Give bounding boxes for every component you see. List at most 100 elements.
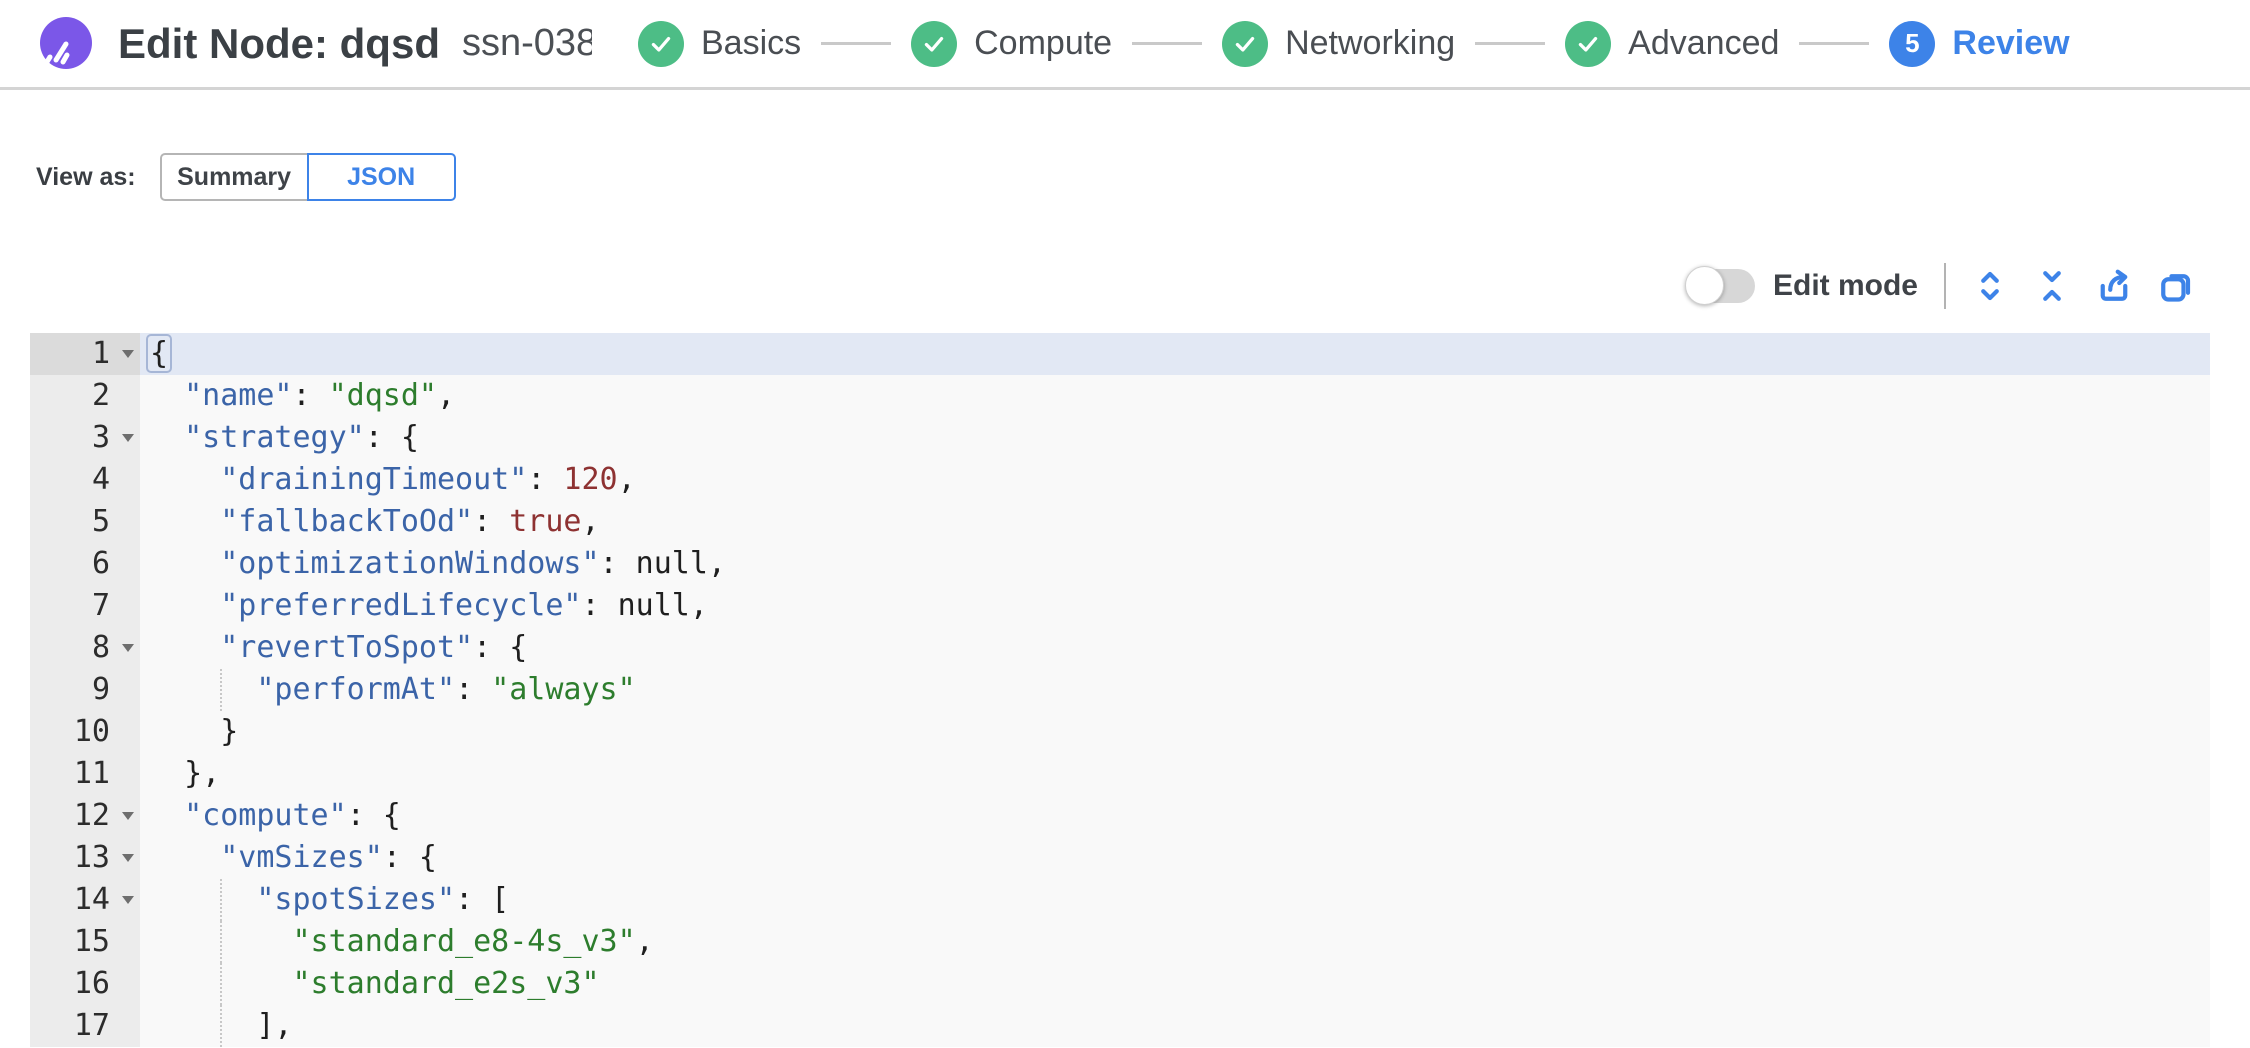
line-number: 1 — [30, 333, 140, 375]
line-number: 11 — [30, 753, 140, 795]
step-connector — [821, 42, 892, 45]
json-editor[interactable]: 1{2 "name": "dqsd",3 "strategy": {4 "dra… — [30, 333, 2210, 1047]
editor-toolbar: Edit mode — [0, 263, 2250, 309]
step-compute[interactable]: Compute — [911, 20, 1113, 67]
code-line[interactable]: "optimizationWindows": null, — [220, 546, 726, 581]
code-line[interactable]: "vmSizes": { — [220, 840, 437, 875]
line-number: 6 — [30, 543, 140, 585]
editor-line[interactable]: 2 "name": "dqsd", — [30, 375, 2210, 417]
spot-logo — [40, 16, 92, 69]
step-connector — [1799, 42, 1870, 45]
line-number: 16 — [30, 963, 140, 1005]
code-line[interactable]: "performAt": "always" — [140, 669, 2210, 711]
editor-line[interactable]: 4 "drainingTimeout": 120, — [30, 459, 2210, 501]
toggle-knob — [1684, 266, 1724, 305]
line-number: 5 — [30, 501, 140, 543]
editor-line[interactable]: 9 "performAt": "always" — [30, 669, 2210, 711]
line-number: 14 — [30, 879, 140, 921]
json-tab-button[interactable]: JSON — [306, 153, 456, 201]
code-line[interactable]: "standard_e2s_v3" — [140, 963, 2210, 1005]
indent-guide — [220, 669, 222, 711]
indent-guide — [220, 963, 222, 1005]
editor-line[interactable]: 17 ], — [30, 1005, 2210, 1047]
line-number: 8 — [30, 627, 140, 669]
line-number: 10 — [30, 711, 140, 753]
step-advanced[interactable]: Advanced — [1565, 20, 1780, 67]
step-label: Review — [1952, 24, 2070, 62]
code-line[interactable]: } — [148, 714, 239, 749]
copy-icon[interactable] — [2158, 268, 2194, 304]
step-label: Networking — [1285, 24, 1456, 62]
indent-guide — [220, 921, 222, 963]
fold-arrow-icon[interactable] — [122, 896, 134, 904]
editor-line[interactable]: 15 "standard_e8-4s_v3", — [30, 921, 2210, 963]
code-line[interactable]: "compute": { — [184, 798, 401, 833]
line-number: 3 — [30, 417, 140, 459]
editor-line[interactable]: 13 "vmSizes": { — [30, 837, 2210, 879]
editor-line[interactable]: 12 "compute": { — [30, 795, 2210, 837]
step-networking[interactable]: Networking — [1222, 20, 1456, 67]
code-line[interactable]: "strategy": { — [184, 420, 419, 455]
editor-line[interactable]: 8 "revertToSpot": { — [30, 627, 2210, 669]
fold-arrow-icon[interactable] — [122, 854, 134, 862]
editor-line[interactable]: 7 "preferredLifecycle": null, — [30, 585, 2210, 627]
code-line[interactable]: "revertToSpot": { — [220, 630, 528, 665]
editor-line[interactable]: 10 } — [30, 711, 2210, 753]
editor-line[interactable]: 16 "standard_e2s_v3" — [30, 963, 2210, 1005]
node-id-subtitle: ssn-038 — [461, 22, 592, 64]
fold-arrow-icon[interactable] — [122, 434, 134, 442]
editor-line[interactable]: 5 "fallbackToOd": true, — [30, 501, 2210, 543]
code-line[interactable]: { — [140, 333, 2210, 375]
step-basics[interactable]: Basics — [637, 20, 802, 67]
code-line[interactable]: "name": "dqsd", — [184, 378, 456, 413]
code-line[interactable]: "preferredLifecycle": null, — [220, 588, 708, 623]
wizard-stepper: Basics Compute Networking — [637, 20, 2236, 67]
toolbar-divider — [1944, 263, 1946, 309]
line-number: 2 — [30, 375, 140, 417]
wizard-header: Edit Node: dqsd ssn-038 Basics Compute — [0, 0, 2250, 90]
code-line[interactable]: "fallbackToOd": true, — [220, 504, 600, 539]
line-number: 15 — [30, 921, 140, 963]
summary-tab-button[interactable]: Summary — [159, 153, 309, 201]
export-icon[interactable] — [2096, 268, 2132, 304]
expand-icon[interactable] — [1972, 268, 2008, 304]
editor-line[interactable]: 3 "strategy": { — [30, 417, 2210, 459]
line-number: 9 — [30, 669, 140, 711]
line-number: 12 — [30, 795, 140, 837]
edit-mode-toggle[interactable] — [1684, 266, 1755, 305]
page-title: Edit Node: dqsd — [118, 19, 440, 67]
indent-guide — [220, 1005, 222, 1047]
editor-line[interactable]: 6 "optimizationWindows": null, — [30, 543, 2210, 585]
check-icon — [911, 20, 958, 67]
editor-line[interactable]: 14 "spotSizes": [ — [30, 879, 2210, 921]
fold-arrow-icon[interactable] — [122, 812, 134, 820]
step-label: Compute — [974, 24, 1113, 62]
fold-arrow-icon[interactable] — [122, 350, 134, 358]
edit-mode-label: Edit mode — [1772, 269, 1918, 302]
editor-line[interactable]: 11 }, — [30, 753, 2210, 795]
code-line[interactable]: "drainingTimeout": 120, — [220, 462, 636, 497]
fold-arrow-icon[interactable] — [122, 644, 134, 652]
step-label: Advanced — [1628, 24, 1780, 62]
line-number: 4 — [30, 459, 140, 501]
code-line[interactable]: ], — [140, 1005, 2210, 1047]
step-number-badge: 5 — [1889, 20, 1936, 67]
indent-guide — [220, 879, 222, 921]
check-icon — [637, 20, 684, 67]
step-label: Basics — [700, 24, 802, 62]
collapse-icon[interactable] — [2034, 268, 2070, 304]
code-line[interactable]: }, — [148, 756, 221, 791]
editor-line[interactable]: 1{ — [30, 333, 2210, 375]
view-as-segmented-control: Summary JSON — [159, 153, 456, 201]
step-connector — [1132, 42, 1203, 45]
view-as-row: View as: Summary JSON — [36, 153, 2250, 201]
step-connector — [1475, 42, 1546, 45]
editor-actions — [1972, 268, 2194, 304]
step-review[interactable]: 5 Review — [1889, 20, 2070, 67]
code-line[interactable]: "spotSizes": [ — [140, 879, 2210, 921]
check-icon — [1222, 20, 1269, 67]
line-number: 7 — [30, 585, 140, 627]
line-number: 17 — [30, 1005, 140, 1047]
code-line[interactable]: "standard_e8-4s_v3", — [140, 921, 2210, 963]
